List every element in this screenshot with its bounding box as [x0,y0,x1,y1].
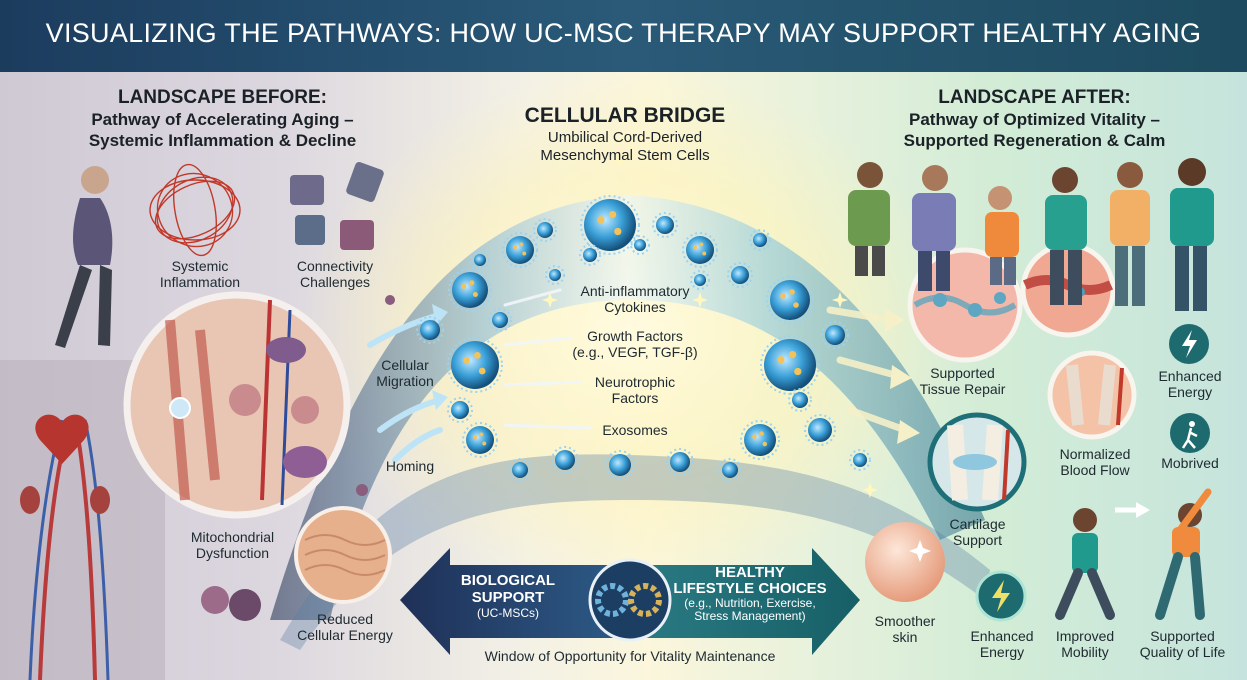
stem-cell-icon [462,422,498,458]
before-header: LANDSCAPE BEFORE: Pathway of Acceleratin… [60,87,385,151]
stem-cell-icon [551,446,579,474]
aging-person-icon [55,166,113,348]
stem-cell-icon [666,448,694,476]
sparkle-icon [542,292,558,308]
stem-cell-icon [849,449,871,471]
after-heading: LANDSCAPE AFTER: [938,87,1131,108]
smooth-skin-icon [865,522,945,602]
bridge-header: CELLULAR BRIDGE Umbilical Cord-Derived M… [485,103,765,165]
label-mobrived: Mobrived [1161,455,1219,471]
heart-icon [35,414,89,464]
sparkle-icon [832,292,848,308]
sparkle-icon [862,482,878,498]
label-mitochondrial: Mitochondrial Dysfunction [190,529,275,561]
label-cellular-energy: Reduced Cellular Energy [297,611,393,643]
label-tissue-repair: Supported Tissue Repair [919,365,1006,397]
stem-cell-icon [718,458,742,482]
label-smoother-skin: Smoother skin [874,613,936,645]
stem-cell-icon [788,388,812,412]
stem-cell-icon [652,212,678,238]
label-cartilage: Cartilage Support [949,516,1006,548]
label-quality-of-life: Supported Quality of Life [1139,628,1226,660]
bridge-sub-2: Mesenchymal Stem Cells [540,147,710,164]
before-subheading-2: Systemic Inflammation & Decline [88,131,357,150]
before-subheading-1: Pathway of Accelerating Aging – [91,110,354,129]
stem-cell-icon [682,232,718,268]
sparkle-icon [692,292,708,308]
bridge-glow [300,70,960,590]
stem-cell-icon [448,268,492,312]
after-subheading-2: Supported Regeneration & Calm [903,131,1166,150]
stem-cell-icon [580,195,640,255]
factor-arrows [503,288,592,430]
stem-cell-icon [502,232,538,268]
label-blood-flow: Normalized Blood Flow [1059,446,1131,478]
sparkle-icon [612,152,628,168]
label-enhanced-energy-top: Enhanced Energy [1158,368,1222,400]
label-improved-mobility: Improved Mobility [1055,628,1115,660]
biological-support-arrow [400,548,620,655]
after-subheading-1: Pathway of Optimized Vitality – [909,110,1160,129]
walking-person-icon [1055,508,1115,620]
stem-cell-icon [821,321,849,349]
window-of-opportunity: Window of Opportunity for Vitality Maint… [484,648,776,664]
stem-cell-icon [508,458,532,482]
lifestyle-arrow [640,548,860,655]
stem-cell-icon [545,265,565,285]
stem-cell-icon [804,414,836,446]
label-anti-inflammatory: Anti-inflammatory Cytokines [580,283,690,315]
label-systemic-inflammation: Systemic Inflammation [159,258,241,290]
stem-cell-icon [533,218,557,242]
stem-cell-icon [605,450,635,480]
bridge-heading: CELLULAR BRIDGE [524,104,726,127]
after-header: LANDSCAPE AFTER: Pathway of Optimized Vi… [872,87,1197,151]
stem-cell-icon [630,235,650,255]
title-bar: VISUALIZING THE PATHWAYS: HOW UC-MSC THE… [0,0,1247,72]
stem-cell-icon [740,420,780,460]
stem-cell-icon [447,337,503,393]
bridge-sub-1: Umbilical Cord-Derived [547,129,703,146]
label-exosomes: Exosomes [602,422,668,438]
stem-cell-icon [447,397,473,423]
label-enhanced-energy-bottom: Enhanced Energy [970,628,1034,660]
stem-cell-icon [727,262,753,288]
before-heading: LANDSCAPE BEFORE: [117,87,327,108]
bridge-lower-band [280,454,990,650]
stem-cell-icon [470,250,490,270]
stem-cell-icon [416,316,444,344]
label-growth-factors: Growth Factors (e.g., VEGF, TGF-β) [572,328,698,360]
inflammation-scribble [149,163,241,257]
stem-cell-icon [579,244,601,266]
happy-group-icon [848,158,1214,311]
stem-cell-icon [760,335,820,395]
puzzle-icon [290,162,384,250]
biological-support-text: BIOLOGICAL SUPPORT (UC-MSCs) [460,572,556,620]
stem-cell-icon [690,270,710,290]
page-title: VISUALIZING THE PATHWAYS: HOW UC-MSC THE… [45,18,1202,48]
stretching-person-icon [1155,488,1212,620]
label-cellular-migration: Cellular Migration [376,357,434,389]
lifestyle-text: HEALTHY LIFESTYLE CHOICES (e.g., Nutriti… [673,564,827,623]
stem-cell-icon [488,308,512,332]
stem-cell-icon [749,229,771,251]
label-neurotrophic: Neurotrophic Factors [594,374,676,406]
stem-cell-icon [766,276,814,324]
label-connectivity: Connectivity Challenges [296,258,374,290]
outcome-arrows [826,306,909,434]
label-homing: Homing [385,458,435,474]
